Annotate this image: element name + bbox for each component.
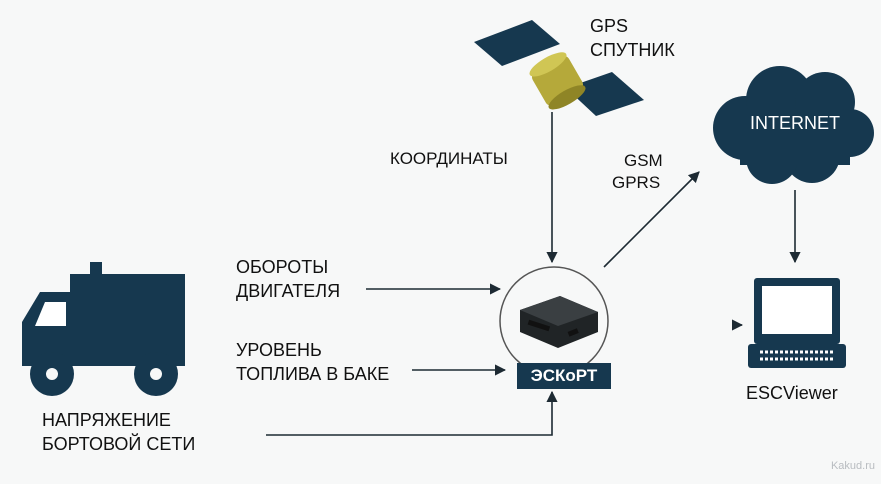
connection-arrows	[266, 112, 801, 436]
engine-label-line2: ДВИГАТЕЛЯ	[236, 281, 341, 301]
tracker-device	[499, 266, 609, 376]
satellite-right-panel	[566, 72, 644, 116]
truck-icon	[22, 262, 185, 396]
internet-label: INTERNET	[750, 113, 840, 133]
satellite-left-panel	[474, 20, 560, 66]
satellite-body	[529, 52, 586, 110]
internet-cloud-icon	[713, 66, 874, 184]
computer-icon	[748, 278, 846, 368]
voltage-label-line1: НАПРЯЖЕНИЕ	[42, 410, 171, 430]
gsm-label-line2: GPRS	[612, 173, 661, 192]
arrow-voltage-to-device	[266, 390, 558, 436]
device-name-badge: ЭСКоРТ	[517, 363, 611, 389]
fuel-label-line1: УРОВЕНЬ	[236, 340, 322, 360]
watermark: Kakud.ru	[830, 460, 875, 472]
fuel-label-line2: ТОПЛИВА В БАКЕ	[236, 364, 390, 384]
viewer-label: ESCViewer	[746, 383, 838, 403]
voltage-label-line2: БОРТОВОЙ СЕТИ	[42, 434, 196, 454]
arrow-device-to-internet	[603, 171, 700, 268]
satellite-icon	[474, 20, 644, 116]
coordinates-label: КООРДИНАТЫ	[390, 149, 508, 168]
gps-label-line2: СПУТНИК	[590, 40, 675, 60]
gsm-label-line1: GSM	[624, 151, 663, 170]
engine-label-line1: ОБОРОТЫ	[236, 257, 329, 277]
gps-label-line1: GPS	[590, 16, 629, 36]
